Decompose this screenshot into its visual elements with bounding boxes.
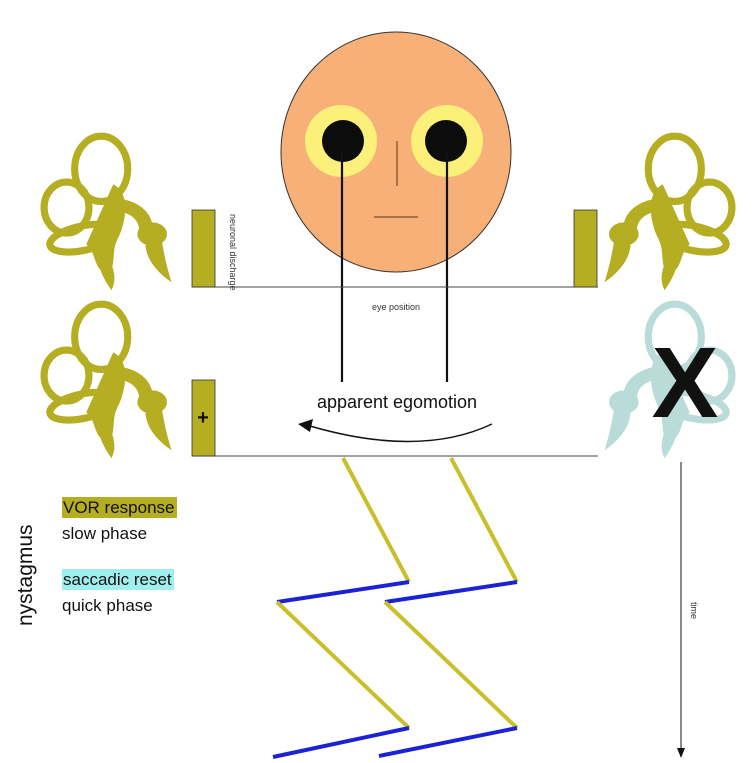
left-labyrinth-bottom	[44, 304, 170, 457]
time-axis-arrowhead	[677, 748, 685, 758]
left-labyrinth-top	[44, 136, 170, 289]
time-label: time	[689, 602, 699, 619]
nystagmus-trace-right	[379, 458, 517, 756]
slow-phase-segment	[343, 458, 409, 582]
legend-slow-phase: slow phase	[62, 524, 147, 544]
right-discharge-bar	[574, 210, 597, 287]
saccadic-reset-highlight: saccadic reset	[62, 569, 174, 590]
eye-position-label: eye position	[372, 302, 420, 312]
legend-slow-title: VOR response	[62, 498, 177, 518]
face	[281, 32, 511, 272]
plus-sign: +	[197, 407, 209, 429]
slow-phase-segment	[385, 602, 517, 728]
slow-phase-segment	[451, 458, 517, 582]
legend-quick-phase: quick phase	[62, 596, 153, 616]
quick-phase-segment	[277, 582, 409, 602]
apparent-egomotion-label: apparent egomotion	[317, 392, 477, 412]
right-labyrinth-top	[605, 136, 731, 289]
egomotion-arrowhead	[298, 419, 313, 432]
quick-phase-segment	[379, 728, 517, 756]
lesion-x-mark: X	[652, 327, 719, 439]
slow-phase-segment	[277, 602, 409, 728]
neuronal-discharge-label: neuronal discharge	[228, 214, 238, 291]
legend-quick-title: saccadic reset	[62, 570, 174, 590]
quick-phase-segment	[385, 582, 517, 602]
nystagmus-label: nystagmus	[14, 524, 37, 626]
vor-response-highlight: VOR response	[62, 497, 177, 518]
left-discharge-bar	[192, 210, 215, 287]
egomotion-arrow	[310, 424, 492, 442]
